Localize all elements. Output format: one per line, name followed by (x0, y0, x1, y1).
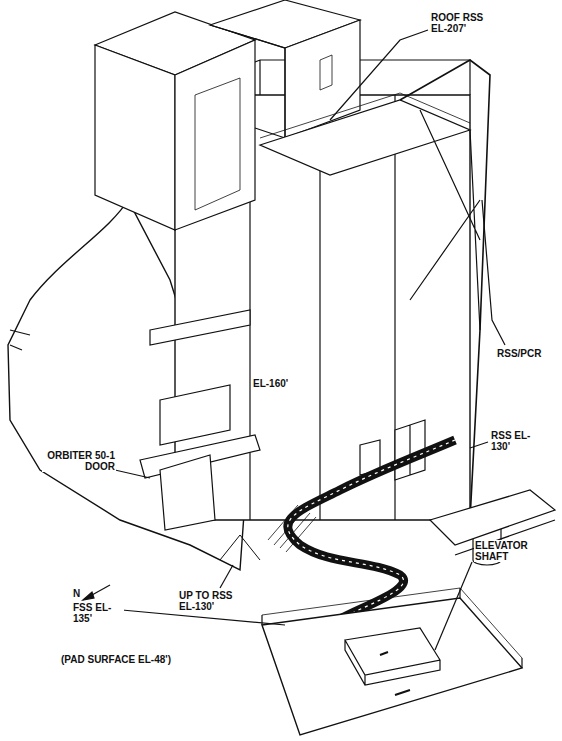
north-label: N (72, 588, 81, 599)
elevation-label: EL-160' (252, 378, 289, 389)
direction-label: UP TO RSS EL-130' (178, 590, 250, 612)
elevation-label: FSS EL-135' (72, 602, 124, 624)
note-label: (PAD SURFACE EL-48') (60, 654, 172, 665)
structure-label: RSS/PCR (496, 348, 542, 359)
elevation-label: RSS EL-130' (490, 430, 544, 452)
door-label: ORBITER 50-1 DOOR (42, 450, 116, 472)
elevation-label: ROOF RSS EL-207' (430, 12, 502, 34)
part-label: ELEVATOR SHAFT (474, 540, 536, 562)
